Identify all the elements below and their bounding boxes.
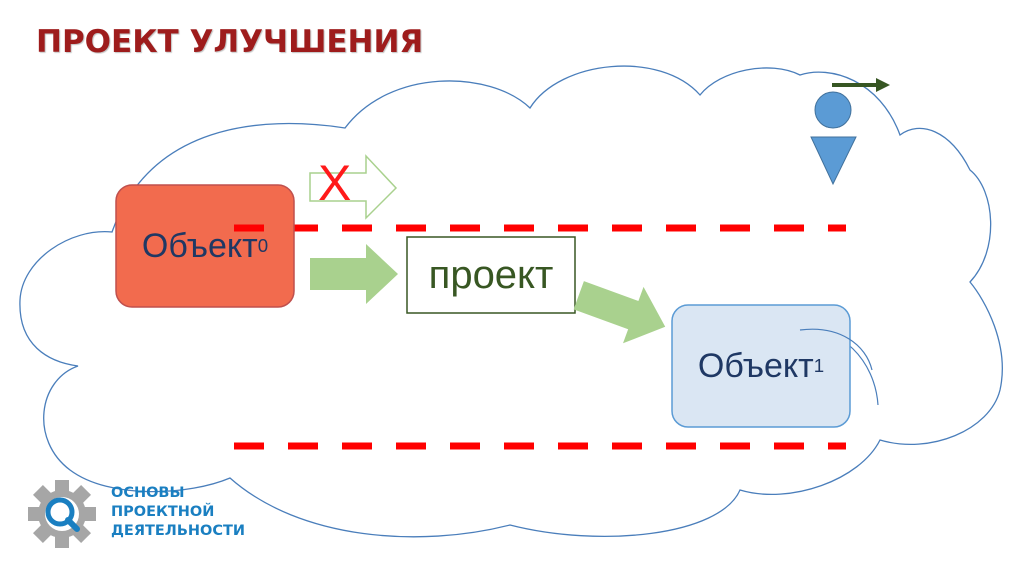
object-start-text: Объект [141,226,258,265]
logo-line: ПРОЕКТНОЙ [111,504,215,520]
object-end-text: Объект [697,346,814,385]
person-head-icon [814,91,852,129]
flow-arrow-to-project [310,244,398,304]
slide-title: ПРОЕКТ УЛУЧШЕНИЯ [36,24,424,60]
project-box [406,236,576,314]
cloud-curl-over-box [799,328,873,371]
logo-text: ОСНОВЫ ПРОЕКТНОЙ ДЕЯТЕЛЬНОСТИ [111,484,245,541]
flow-arrow-to-object-end [573,281,666,344]
project-label: проект [428,252,554,297]
blocked-x-mark: X [318,155,352,211]
blocked-arrow [309,154,398,220]
logo-line: ОСНОВЫ [111,485,185,501]
logo: ОСНОВЫ ПРОЕКТНОЙ ДЕЯТЕЛЬНОСТИ [24,478,274,548]
person-body-icon [810,136,857,186]
gear-magnifier-icon [28,480,96,548]
motion-arrow-head [876,78,890,92]
logo-line: ДЕЯТЕЛЬНОСТИ [111,523,246,539]
object-end-box [671,304,851,428]
object-start-box [115,184,295,308]
